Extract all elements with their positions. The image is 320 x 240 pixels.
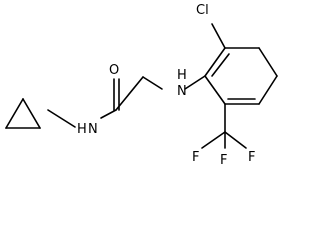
bond-ring-c [258, 75, 278, 105]
bond-ch2-to-nh [47, 109, 76, 128]
atom-h-amide: H [77, 122, 87, 137]
bond-cyclopropyl-left [5, 98, 24, 129]
bond-carbonyl-to-ch2 [115, 76, 144, 111]
structure-diagram: Cl O H N N H F F F [5, 3, 278, 168]
bond-ring-d [258, 47, 278, 77]
bond-amine-to-ring [184, 75, 206, 90]
atom-f-left: F [192, 150, 199, 165]
atom-n-amide: N [88, 122, 98, 137]
bond-ring-f [204, 47, 226, 77]
atom-cl: Cl [196, 3, 209, 18]
atom-labels: Cl O H N N H F F F [77, 3, 255, 168]
bond-lines [5, 75, 206, 129]
bond-cf3-to-f-right [224, 131, 247, 149]
atom-n-amine: N [177, 84, 187, 99]
bond-ch2-to-amine [142, 76, 163, 90]
bond-ring-to-cl [211, 23, 226, 49]
bond-nh-to-carbonyl [100, 109, 117, 119]
aromatic-ring [201, 23, 278, 149]
atom-f-right: F [248, 150, 255, 165]
atom-f-bottom: F [220, 153, 227, 168]
bond-cf3-to-f-left [201, 131, 226, 149]
bond-ring-f-inner [211, 53, 230, 77]
atom-o: O [109, 63, 119, 78]
bond-ring-a [204, 75, 226, 105]
atom-h-amine: H [177, 68, 187, 83]
bond-cyclopropyl-right [22, 98, 41, 129]
